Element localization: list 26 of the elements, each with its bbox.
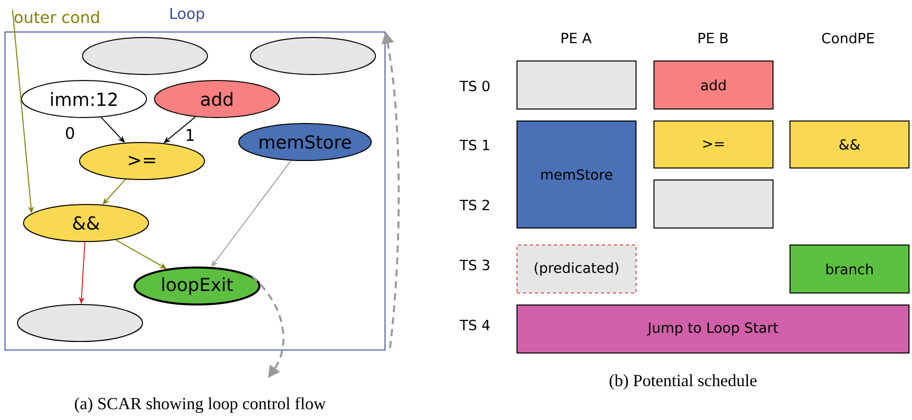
schedule-slot: branch bbox=[790, 244, 910, 294]
row-header: TS 2 bbox=[460, 200, 489, 210]
row-header: TS 1 bbox=[460, 140, 490, 150]
schedule-slot: add bbox=[654, 60, 774, 110]
schedule-slot: >= bbox=[654, 120, 774, 168]
row-header: TS 4 bbox=[460, 320, 490, 330]
schedule-slot bbox=[516, 60, 636, 110]
schedule-slot bbox=[654, 180, 774, 228]
node-ellipse bbox=[250, 37, 376, 75]
caption: (b) Potential schedule bbox=[610, 374, 757, 390]
bare-label: outer cond bbox=[14, 10, 99, 24]
schedule-slot: && bbox=[790, 120, 910, 168]
edge-label: 1 bbox=[184, 128, 196, 142]
node-label: Loop bbox=[170, 8, 204, 22]
row-header: TS 3 bbox=[460, 260, 490, 270]
column-header: CondPE bbox=[822, 32, 874, 44]
caption: (a) SCAR showing loop control flow bbox=[74, 397, 326, 413]
row-header: TS 0 bbox=[460, 80, 490, 92]
node-ellipse bbox=[82, 37, 208, 75]
edge-label: 0 bbox=[64, 126, 76, 140]
column-header: PE A bbox=[562, 32, 592, 44]
schedule-slot: (predicated) bbox=[516, 244, 636, 294]
column-header: PE B bbox=[698, 32, 728, 44]
schedule-slot: Jump to Loop Start bbox=[516, 304, 910, 354]
schedule-slot: memStore bbox=[516, 120, 636, 228]
node-ellipse bbox=[17, 304, 143, 342]
